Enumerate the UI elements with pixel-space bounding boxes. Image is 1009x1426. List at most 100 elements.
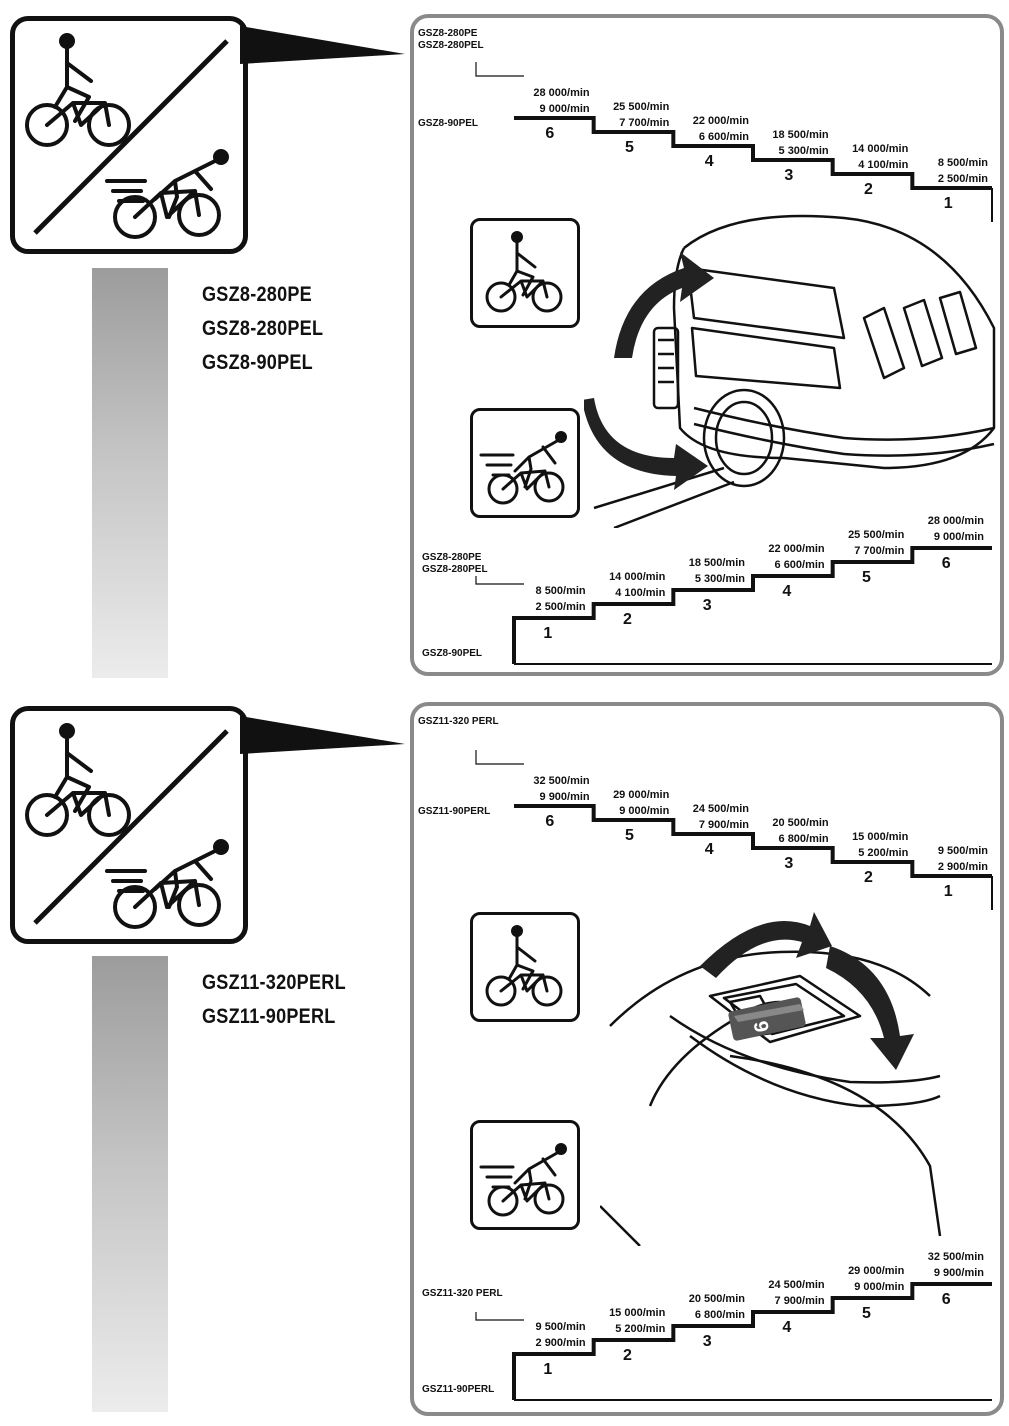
speed-low: 6 600/min (775, 559, 825, 571)
fast-cyclist-icon (479, 431, 567, 505)
stair-line (514, 804, 992, 878)
step-number: 3 (703, 597, 712, 614)
model-list: GSZ11-320PERL GSZ11-90PERL (202, 966, 369, 1034)
stair-line (512, 546, 992, 664)
step-number: 2 (864, 181, 873, 198)
dial-number: 6 (750, 1019, 774, 1034)
label-leader-line (475, 62, 524, 77)
slow-cyclist-icon (485, 925, 563, 1007)
speed-symbol-box (10, 16, 248, 254)
model-label-high: GSZ8-280PE (418, 28, 478, 39)
step-number: 4 (782, 583, 791, 600)
speed-high: 20 500/min (772, 817, 829, 829)
speed-low: 5 300/min (779, 145, 829, 157)
speed-low: 5 200/min (858, 847, 908, 859)
model-name: GSZ8-280PEL (202, 317, 324, 340)
speed-low: 7 900/min (775, 1295, 825, 1307)
step-number: 6 (545, 125, 554, 142)
speed-low: 7 700/min (854, 545, 904, 557)
speed-low: 9 900/min (934, 1267, 984, 1279)
sander-dial-illustration: 6 (600, 912, 942, 1246)
step-number: 5 (862, 569, 871, 586)
step-number: 4 (705, 153, 714, 170)
speed-high: 25 500/min (613, 101, 670, 113)
callout-pointer (240, 26, 405, 64)
speed-section-gsz8: GSZ8-280PE GSZ8-280PEL GSZ8-90PEL GSZ8-2… (0, 0, 1009, 690)
speed-high: 25 500/min (848, 529, 905, 541)
slow-cyclist-icon-box (470, 912, 580, 1022)
model-label-low: GSZ11-90PERL (418, 806, 490, 817)
model-gradient-bar (92, 956, 168, 1412)
step-number: 2 (623, 1347, 632, 1364)
slow-fast-cyclist-icon (25, 723, 229, 929)
speed-high: 9 500/min (536, 1321, 586, 1333)
speed-high: 8 500/min (536, 585, 586, 597)
step-number: 1 (543, 625, 552, 642)
step-number: 4 (705, 841, 714, 858)
speed-low: 5 200/min (615, 1323, 665, 1335)
speed-high: 22 000/min (693, 115, 750, 127)
step-number: 2 (864, 869, 873, 886)
speed-high: 18 500/min (772, 129, 829, 141)
model-name: GSZ8-280PE (202, 283, 312, 306)
speed-low: 7 900/min (699, 819, 749, 831)
callout-pointer (240, 716, 405, 754)
speed-low: 9 000/min (540, 103, 590, 115)
speed-high: 14 000/min (852, 143, 909, 155)
model-name: GSZ11-320PERL (202, 971, 346, 994)
model-label-low: GSZ11-90PERL (422, 1384, 494, 1395)
step-number: 5 (625, 139, 634, 156)
speed-low: 2 900/min (536, 1337, 586, 1349)
speed-high: 29 000/min (848, 1265, 905, 1277)
step-number: 3 (703, 1333, 712, 1350)
speed-high: 32 500/min (533, 775, 590, 787)
step-number: 6 (545, 813, 554, 830)
speed-high: 32 500/min (928, 1251, 985, 1263)
model-list: GSZ8-280PE GSZ8-280PEL GSZ8-90PEL (202, 278, 343, 380)
model-gradient-bar (92, 268, 168, 678)
step-number: 1 (543, 1361, 552, 1378)
speed-high: 24 500/min (768, 1279, 825, 1291)
speed-low: 4 100/min (858, 159, 908, 171)
model-name: GSZ11-90PERL (202, 1005, 336, 1028)
speed-low: 6 600/min (699, 131, 749, 143)
step-number: 6 (942, 1291, 951, 1308)
speed-high: 8 500/min (938, 157, 988, 169)
slow-cyclist-icon (485, 231, 563, 313)
step-number: 1 (944, 195, 953, 212)
stair-base-line (991, 188, 993, 222)
speed-high: 18 500/min (689, 557, 746, 569)
model-label-high: GSZ8-280PEL (422, 564, 488, 575)
stair-line (514, 116, 992, 190)
fast-cyclist-icon-box (470, 408, 580, 518)
model-label-high: GSZ8-280PE (422, 552, 482, 563)
speed-high: 14 000/min (609, 571, 666, 583)
speed-low: 6 800/min (695, 1309, 745, 1321)
step-number: 5 (625, 827, 634, 844)
speed-high: 28 000/min (533, 87, 590, 99)
speed-high: 15 000/min (852, 831, 909, 843)
step-number: 2 (623, 611, 632, 628)
speed-high: 20 500/min (689, 1293, 746, 1305)
speed-symbol-box (10, 706, 248, 944)
speed-low: 9 000/min (934, 531, 984, 543)
slow-fast-cyclist-icon (25, 33, 229, 239)
speed-high: 9 500/min (938, 845, 988, 857)
speed-section-gsz11: GSZ11-320PERL GSZ11-90PERL GSZ11-320 PER… (0, 690, 1009, 1426)
label-leader-line (475, 1312, 524, 1321)
speed-high: 24 500/min (693, 803, 750, 815)
stair-line (512, 1282, 992, 1400)
speed-low: 4 100/min (615, 587, 665, 599)
model-name: GSZ8-90PEL (202, 351, 313, 374)
step-number: 3 (784, 855, 793, 872)
stair-base-line (991, 876, 993, 910)
model-label-low: GSZ8-90PEL (418, 118, 478, 129)
speed-high: 28 000/min (928, 515, 985, 527)
slow-cyclist-icon-box (470, 218, 580, 328)
label-leader-line (475, 576, 524, 585)
fast-cyclist-icon (479, 1143, 567, 1217)
